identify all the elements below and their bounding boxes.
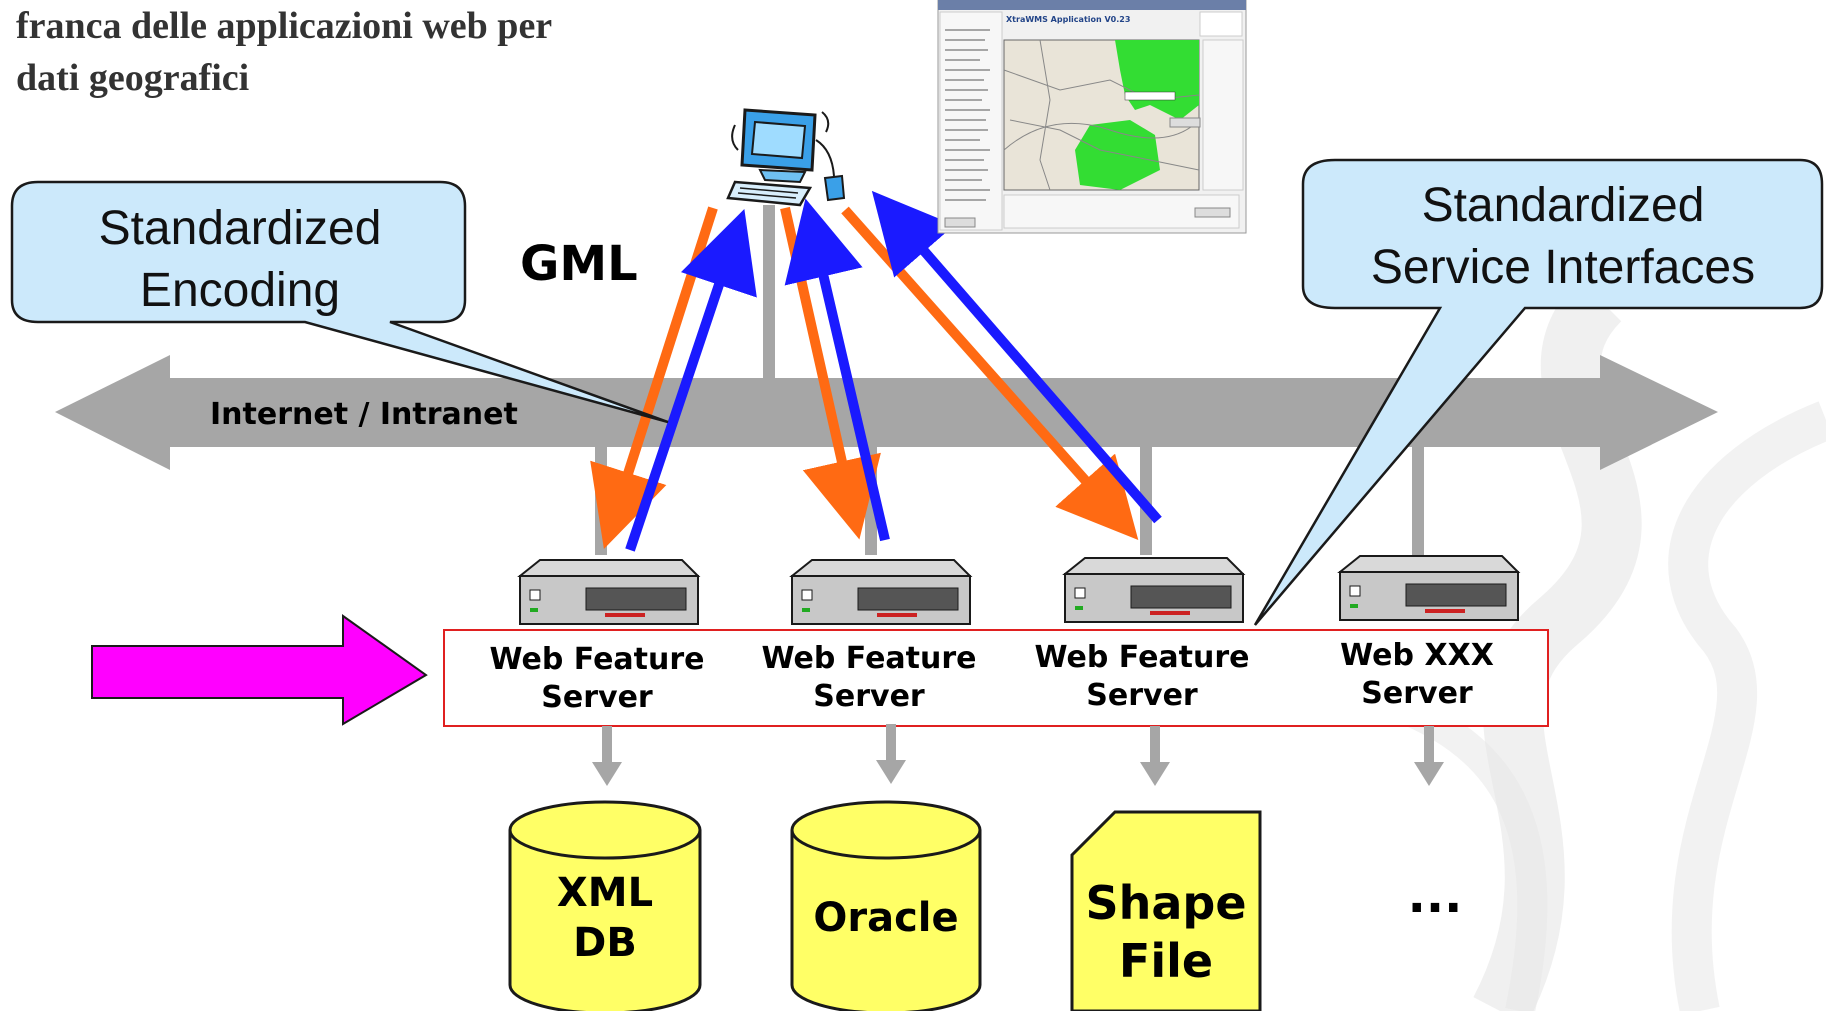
store-label-more: ...	[1407, 868, 1463, 924]
server-icon	[517, 559, 701, 625]
screenshot-title: XtraWMS Application V0.23	[1006, 15, 1130, 24]
server-labels-box	[443, 629, 1549, 727]
network-label: Internet / Intranet	[210, 397, 518, 432]
server-icons	[517, 555, 1521, 625]
callout-service-text: Standardized Service Interfaces	[1370, 179, 1756, 294]
db-cylinder-icon	[508, 800, 702, 1011]
computer-icon	[726, 108, 846, 207]
document-icon	[1070, 810, 1262, 1011]
highlight-arrow	[91, 614, 428, 726]
callout-encoding	[10, 180, 669, 424]
callout-service	[1253, 158, 1824, 626]
gml-label: GML	[520, 236, 638, 292]
server-icon	[789, 559, 973, 625]
network-bus-arrow	[55, 355, 1718, 470]
page-title: franca delle applicazioni web per dati g…	[16, 5, 553, 99]
store-label-oracle: Oracle	[813, 895, 959, 941]
db-cylinder-icon	[790, 800, 982, 1011]
data-flow-arrows	[592, 724, 1444, 786]
app-screenshot-thumbnail: XtraWMS Application V0.23	[937, 0, 1247, 234]
callout-encoding-text: Standardized Encoding	[98, 202, 382, 317]
request-response-arrows	[590, 190, 1162, 552]
server-icon	[1062, 557, 1246, 623]
server-icon	[1337, 555, 1521, 621]
